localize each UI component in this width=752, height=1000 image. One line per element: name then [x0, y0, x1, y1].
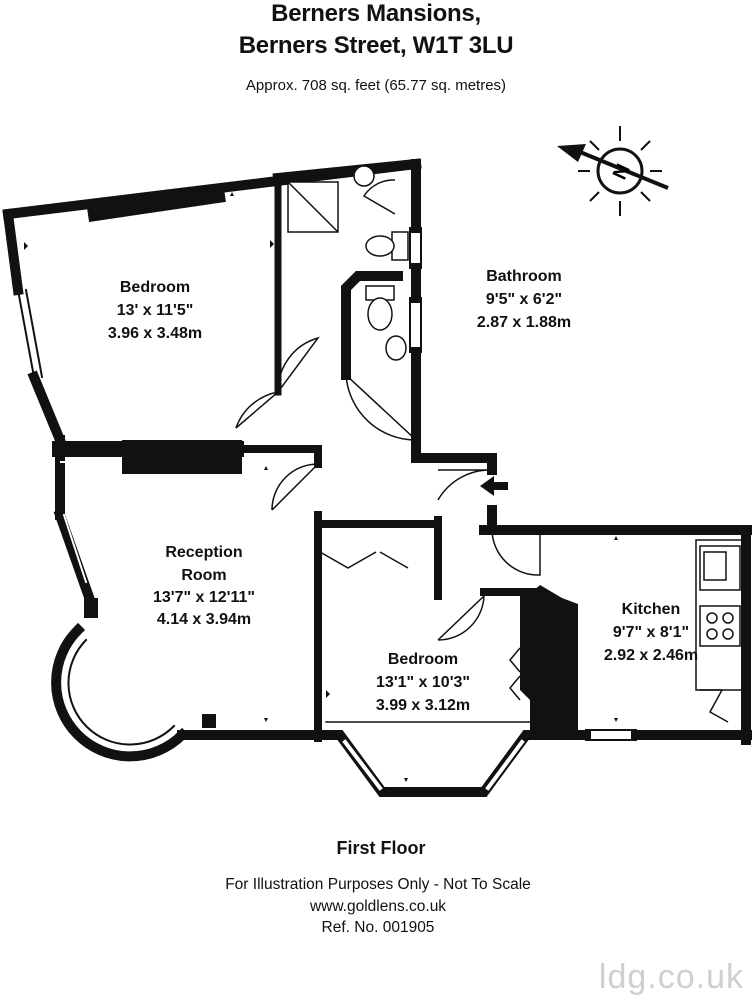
- room-dimensions-metric: 2.92 x 2.46m: [604, 647, 698, 664]
- room-dimensions-metric: 3.99 x 3.12m: [376, 697, 470, 714]
- room-dimensions-metric: 4.14 x 3.94m: [157, 611, 251, 628]
- property-address: Berners Street, W1T 3LU: [238, 32, 514, 59]
- room-name: Bathroom: [486, 268, 562, 285]
- room-name-line-2: Room: [181, 567, 226, 584]
- room-dimensions-imperial: 13'7" x 12'11": [153, 589, 255, 606]
- website-link[interactable]: www.goldlens.co.uk: [309, 898, 447, 915]
- disclaimer: For Illustration Purposes Only - Not To …: [225, 876, 531, 893]
- room-kitchen: Kitchen 9'7" x 8'1" 2.92 x 2.46m: [604, 601, 698, 664]
- room-dimensions-imperial: 13'1" x 10'3": [376, 674, 470, 691]
- walls: [2, 158, 752, 797]
- room-dimensions-imperial: 9'7" x 8'1": [613, 624, 689, 641]
- fixtures: [287, 165, 745, 691]
- room-name: Bedroom: [120, 279, 190, 296]
- room-dimensions-imperial: 9'5" x 6'2": [486, 291, 562, 308]
- room-name: Bedroom: [388, 651, 458, 668]
- toilet-icon: [367, 297, 393, 331]
- room-name: Kitchen: [622, 601, 681, 618]
- room-reception: Reception Room 13'7" x 12'11" 4.14 x 3.9…: [153, 544, 255, 628]
- room-dimensions-imperial: 13' x 11'5": [117, 302, 194, 319]
- toilet-icon: [365, 235, 395, 257]
- reference-number: Ref. No. 001905: [321, 919, 435, 936]
- floor-label: First Floor: [336, 838, 426, 858]
- hob-icon: [699, 605, 741, 647]
- compass-icon: N: [557, 126, 669, 216]
- property-name: Berners Mansions,: [271, 0, 481, 27]
- measurement-markers: [24, 192, 618, 782]
- entrance-arrow-icon: [480, 476, 508, 496]
- room-bedroom-1: Bedroom 13' x 11'5" 3.96 x 3.48m: [108, 279, 202, 342]
- room-bedroom-2: Bedroom 13'1" x 10'3" 3.99 x 3.12m: [376, 651, 470, 714]
- basin-icon: [385, 335, 407, 361]
- room-bathroom: Bathroom 9'5" x 6'2" 2.87 x 1.88m: [477, 268, 571, 331]
- room-name: Reception: [165, 544, 242, 561]
- room-dimensions-metric: 2.87 x 1.88m: [477, 314, 571, 331]
- total-area: Approx. 708 sq. feet (65.77 sq. metres): [245, 77, 507, 94]
- brand-watermark: ldg.co.uk: [598, 958, 744, 996]
- basin-icon: [353, 165, 375, 187]
- room-dimensions-metric: 3.96 x 3.48m: [108, 325, 202, 342]
- doors: [235, 179, 729, 723]
